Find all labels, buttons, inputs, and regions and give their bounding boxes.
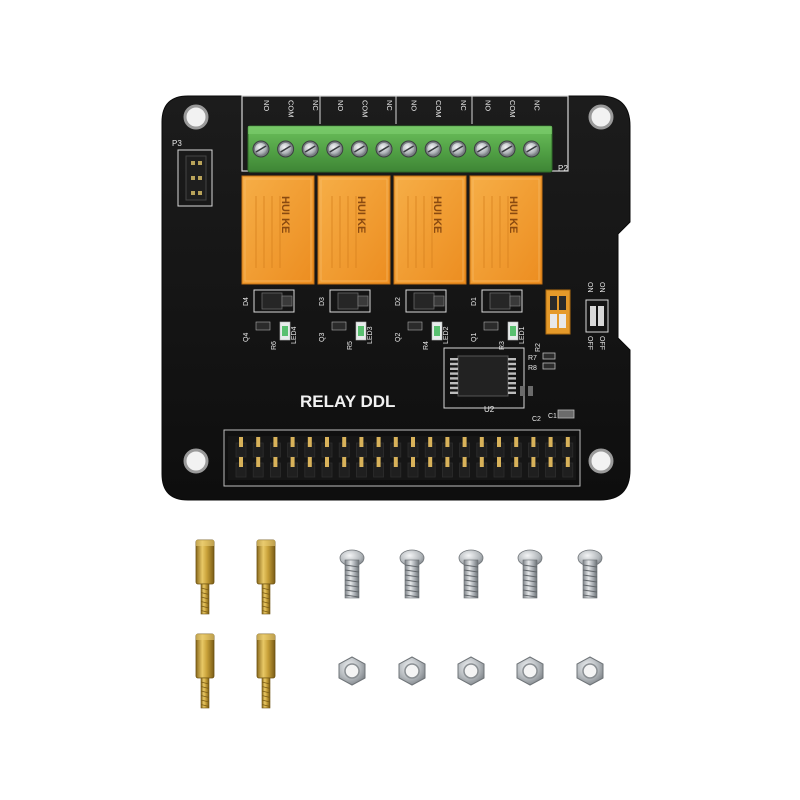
terminal-label: NC — [311, 100, 320, 111]
ic-u2: U2 — [443, 347, 525, 414]
terminal-screw — [449, 140, 467, 158]
diode-label: D2 — [395, 297, 402, 306]
r7-label: R7 — [528, 355, 537, 362]
brass-standoff — [256, 633, 276, 709]
terminal-screw — [523, 140, 541, 158]
p3-label: P3 — [172, 139, 182, 148]
c1-label: C1 — [548, 413, 557, 420]
brass-standoff — [195, 539, 215, 615]
terminal-label: NO — [483, 100, 492, 111]
resistor-label: R4 — [423, 341, 430, 350]
relay-2: HUI KE — [317, 175, 391, 285]
hex-nut — [338, 656, 366, 686]
terminal-label: COM — [434, 100, 443, 118]
hex-nut — [516, 656, 544, 686]
gpio-header — [223, 429, 581, 487]
led-label: LED3 — [367, 326, 374, 344]
led-label: LED1 — [519, 326, 526, 344]
c2-label: C2 — [532, 416, 541, 423]
mounting-holes — [183, 104, 614, 474]
relay-3: HUI KE — [393, 175, 467, 285]
machine-screw — [458, 549, 484, 599]
passives: R7 R8 R2 C2 C1 — [520, 343, 575, 423]
terminal-screw — [301, 140, 319, 158]
relay-marking: HUI KE — [279, 196, 291, 233]
hex-nut — [576, 656, 604, 686]
machine-screw — [517, 549, 543, 599]
led-label: LED4 — [291, 326, 298, 344]
relays: HUI KE HUI KE HUI KE HUI KE — [241, 175, 543, 285]
terminal-label-dividers — [319, 96, 473, 124]
terminal-screw — [424, 140, 442, 158]
relay-4: HUI KE — [469, 175, 543, 285]
relay-marking: HUI KE — [355, 196, 367, 233]
transistor-label: Q3 — [319, 333, 326, 342]
switch-on-label-2: ON — [586, 282, 593, 293]
steel-screws — [339, 549, 603, 599]
terminal-label: COM — [287, 100, 296, 118]
brass-standoff — [256, 539, 276, 615]
hex-nut — [398, 656, 426, 686]
transistor-label: Q1 — [471, 333, 478, 342]
terminal-screw — [326, 140, 344, 158]
resistor-label: R3 — [499, 341, 506, 350]
led-label: LED2 — [443, 326, 450, 344]
terminal-screw — [498, 140, 516, 158]
p2-label: P2 — [558, 164, 568, 173]
machine-screw — [399, 549, 425, 599]
terminal-screw — [473, 140, 491, 158]
resistor-label: R6 — [271, 341, 278, 350]
hex-nut — [457, 656, 485, 686]
diode-label: D3 — [319, 297, 326, 306]
resistor-label: R5 — [347, 341, 354, 350]
switch-on-label: ON — [598, 282, 605, 293]
diode-label: D4 — [243, 297, 250, 306]
diode-label: D1 — [471, 297, 478, 306]
board-title: RELAY DDL — [300, 392, 395, 411]
brass-standoffs — [195, 539, 276, 709]
relay-marking: HUI KE — [507, 196, 519, 233]
relay-board: NO COM NC NO COM NC NO COM NC NO COM NC P2 P3 HUI K… — [161, 95, 631, 501]
switch-off-label: OFF — [598, 336, 605, 350]
terminal-label: NC — [459, 100, 468, 111]
p3-header: P3 — [172, 139, 213, 207]
terminal-label: COM — [360, 100, 369, 118]
relay-marking: HUI KE — [431, 196, 443, 233]
terminal-label: NO — [262, 100, 271, 111]
terminal-block — [247, 125, 553, 173]
terminal-label: NO — [336, 100, 345, 111]
transistor-label: Q2 — [395, 333, 402, 342]
terminal-label: NO — [410, 100, 419, 111]
relay-1: HUI KE — [241, 175, 315, 285]
transistor-label: Q4 — [243, 333, 250, 342]
terminal-screws — [252, 140, 541, 158]
terminal-label: COM — [508, 100, 517, 118]
dip-switch: ON OFF ON OFF — [545, 282, 609, 350]
terminal-labels: NO COM NC NO COM NC NO COM NC NO COM NC — [262, 100, 542, 118]
terminal-screw — [277, 140, 295, 158]
terminal-label: NC — [385, 100, 394, 111]
terminal-screw — [400, 140, 418, 158]
switch-off-label-2: OFF — [586, 336, 593, 350]
ic-label: U2 — [484, 405, 495, 414]
machine-screw — [339, 549, 365, 599]
brass-standoff — [195, 633, 215, 709]
r2-label: R2 — [535, 343, 542, 352]
hex-nuts — [338, 656, 604, 686]
machine-screw — [577, 549, 603, 599]
terminal-screw — [375, 140, 393, 158]
r8-label: R8 — [528, 365, 537, 372]
terminal-screw — [252, 140, 270, 158]
terminal-screw — [350, 140, 368, 158]
terminal-label: NC — [533, 100, 542, 111]
